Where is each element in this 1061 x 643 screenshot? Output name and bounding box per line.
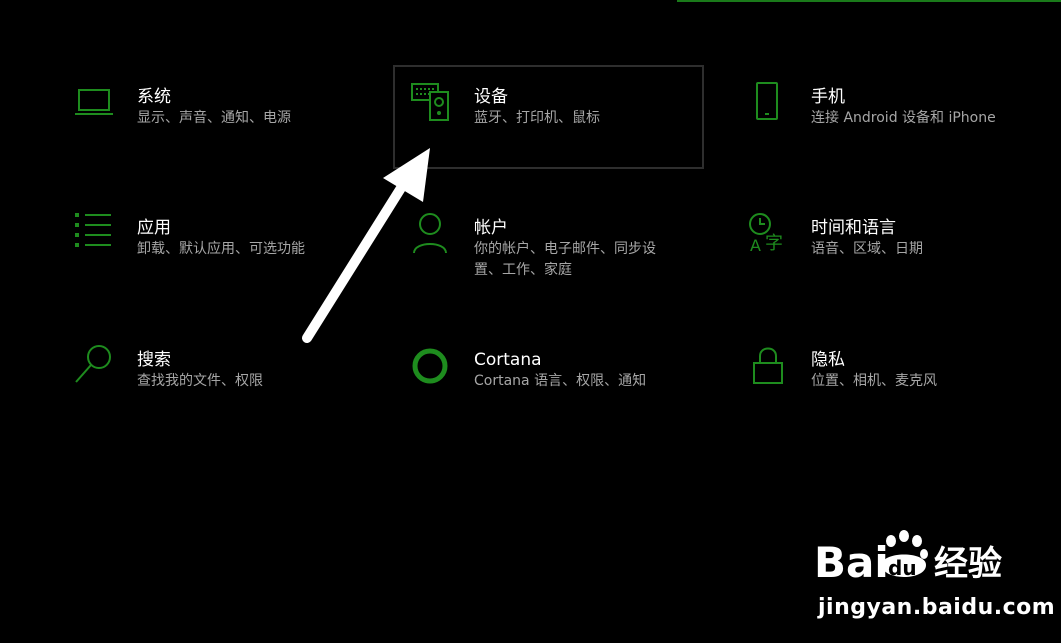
laptop-icon bbox=[73, 80, 117, 124]
tile-description: Cortana 语言、权限、通知 bbox=[474, 373, 647, 389]
top-accent-line bbox=[677, 0, 1061, 2]
watermark-url: jingyan.baidu.com bbox=[818, 595, 1056, 620]
apps-list-icon bbox=[73, 211, 117, 255]
baidu-jingyan-watermark: Bai du 经验 jingyan.baidu.com bbox=[812, 527, 1055, 623]
phone-icon bbox=[747, 80, 791, 124]
lock-icon bbox=[747, 343, 791, 387]
pointer-arrow-icon bbox=[302, 148, 430, 343]
tile-search[interactable]: 搜索 查找我的文件、权限 bbox=[73, 343, 353, 423]
tile-description: 你的帐户、电子邮件、同步设置、工作、家庭 bbox=[474, 241, 656, 278]
devices-icon bbox=[410, 80, 454, 124]
tile-cortana[interactable]: Cortana Cortana 语言、权限、通知 bbox=[410, 343, 690, 423]
baidu-logo-icon: Bai du 经验 bbox=[814, 530, 1002, 587]
tile-devices[interactable]: 设备 蓝牙、打印机、鼠标 bbox=[410, 80, 690, 160]
tile-description: 语音、区域、日期 bbox=[811, 241, 923, 257]
tile-title: 系统 bbox=[137, 87, 171, 107]
person-icon bbox=[410, 211, 454, 255]
tile-description: 蓝牙、打印机、鼠标 bbox=[474, 110, 600, 126]
tile-description: 位置、相机、麦克风 bbox=[811, 373, 937, 389]
tile-description: 显示、声音、通知、电源 bbox=[137, 110, 291, 126]
tile-title: 隐私 bbox=[811, 350, 845, 370]
svg-text:字: 字 bbox=[765, 233, 783, 254]
tile-accounts[interactable]: 帐户 你的帐户、电子邮件、同步设置、工作、家庭 bbox=[410, 211, 690, 291]
wm-brand: Bai bbox=[814, 538, 889, 587]
tile-privacy[interactable]: 隐私 位置、相机、麦克风 bbox=[747, 343, 1027, 423]
tile-description: 查找我的文件、权限 bbox=[137, 373, 263, 389]
tile-title: 应用 bbox=[137, 218, 171, 238]
tile-title: 帐户 bbox=[474, 218, 508, 238]
tile-description: 连接 Android 设备和 iPhone bbox=[811, 110, 996, 126]
devices-hover-box bbox=[393, 65, 704, 169]
tile-title: Cortana bbox=[474, 350, 542, 370]
tile-title: 时间和语言 bbox=[811, 218, 896, 238]
wm-suffix: 经验 bbox=[934, 544, 1002, 584]
tile-description: 卸载、默认应用、可选功能 bbox=[137, 241, 305, 257]
tile-title: 设备 bbox=[474, 87, 508, 107]
search-icon bbox=[73, 343, 117, 387]
tile-title: 搜索 bbox=[137, 350, 171, 370]
cortana-icon bbox=[410, 343, 454, 387]
tile-system[interactable]: 系统 显示、声音、通知、电源 bbox=[73, 80, 353, 160]
tile-apps[interactable]: 应用 卸载、默认应用、可选功能 bbox=[73, 211, 353, 291]
svg-text:A: A bbox=[750, 236, 761, 255]
wm-paw-text: du bbox=[888, 556, 917, 580]
tile-title: 手机 bbox=[811, 87, 845, 107]
tile-phone[interactable]: 手机 连接 Android 设备和 iPhone bbox=[747, 80, 1047, 160]
